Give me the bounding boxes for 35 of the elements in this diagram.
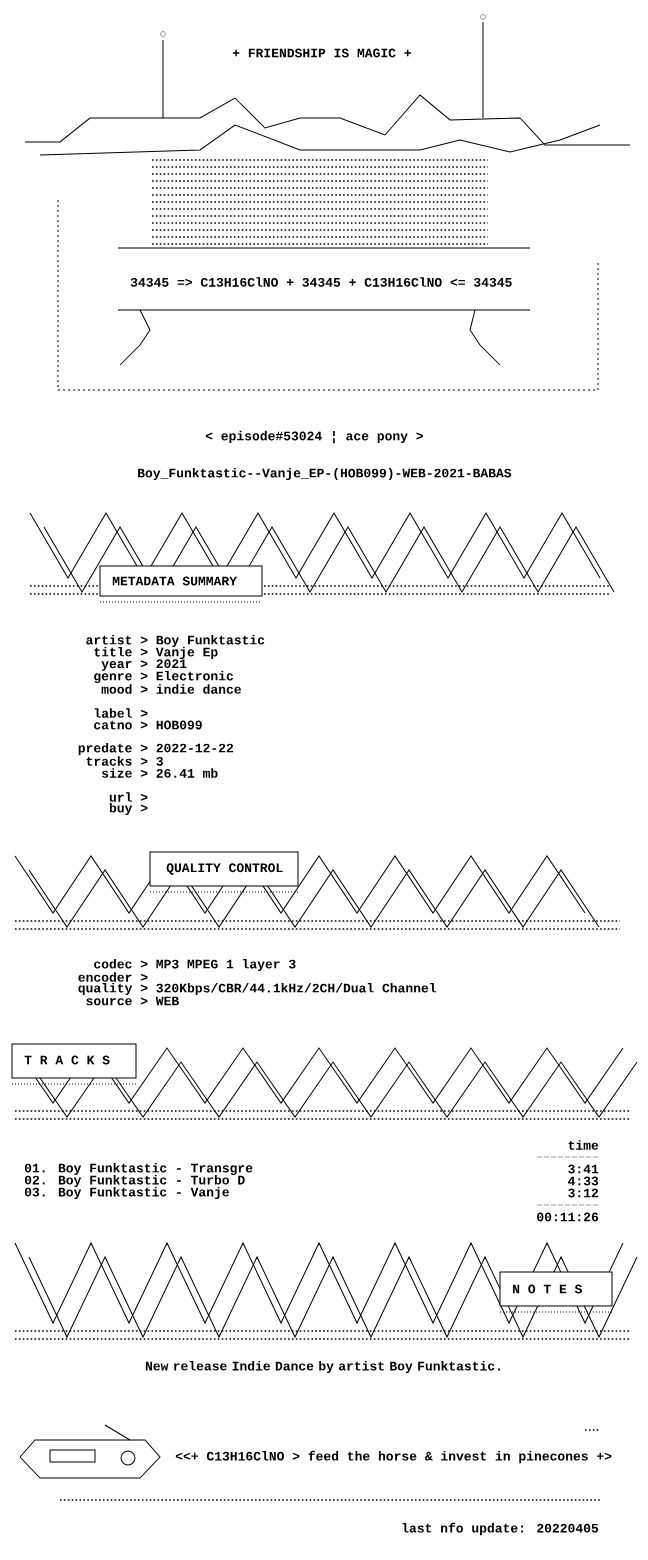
section-title: T R A C K S xyxy=(24,1055,110,1065)
metadata-row: catno > HOB099 xyxy=(94,720,202,730)
track-time: 3:12 xyxy=(568,1188,599,1198)
heading-text: + FRIENDSHIP IS MAGIC + xyxy=(232,48,411,58)
metadata-row: codec > MP3 MPEG 1 layer 3 xyxy=(94,958,296,972)
formula-line: 34345 => C13H16ClNO + 34345 + C13H16ClNO <= 34345 xyxy=(130,277,512,287)
track-time: 3:41 xyxy=(568,1164,599,1174)
metadata-row: title > Vanje Ep xyxy=(94,646,218,660)
metadata-row: year > 2021 xyxy=(101,659,187,671)
section-title: N O T E S xyxy=(513,1284,582,1294)
column-header: time xyxy=(568,1140,599,1150)
track-title: 01. Boy Funktastic - Transgre xyxy=(24,1162,253,1176)
episode-text: < episode#53024 ¦ ace pony > xyxy=(205,430,423,444)
total-time: 00:11:26 xyxy=(537,1212,599,1222)
metadata-row: label > xyxy=(94,708,148,718)
section-title: METADATA SUMMARY xyxy=(112,576,237,586)
metadata-row: quality > 320Kbps/CBR/44.1kHz/2CH/Dual Channel xyxy=(78,982,437,996)
track-time: 4:33 xyxy=(568,1176,599,1186)
track-title: 02. Boy Funktastic - Turbo D xyxy=(24,1174,245,1188)
metadata-row: genre > Electronic xyxy=(94,670,234,684)
metadata-row: predate > 2022-12-22 xyxy=(78,742,234,756)
notes-text: New release Indie Dance by artist Boy Funktastic. xyxy=(145,1360,500,1374)
metadata-row: url > xyxy=(109,792,148,802)
release-name: Boy_Funktastic--Vanje_EP-(HOB099)-WEB-2021-BABAS xyxy=(138,467,512,481)
track-title: 03. Boy Funktastic - Vanje xyxy=(24,1186,229,1200)
update-text: last nfo update: 20220405 xyxy=(402,1522,599,1536)
metadata-row: tracks > 3 xyxy=(86,756,163,766)
metadata-row: artist > Boy Funktastic xyxy=(86,634,265,648)
metadata-row: buy > xyxy=(109,802,148,816)
metadata-row: encoder > xyxy=(78,972,148,982)
metadata-row: mood > indie dance xyxy=(101,684,241,694)
section-title: QUALITY CONTROL xyxy=(166,863,283,875)
slogan-text: <<+ C13H16ClNO > feed the horse & invest in pinecones +> xyxy=(175,1450,612,1464)
metadata-row: size > 26.41 mb xyxy=(101,768,218,778)
metadata-row: source > WEB xyxy=(86,996,179,1006)
